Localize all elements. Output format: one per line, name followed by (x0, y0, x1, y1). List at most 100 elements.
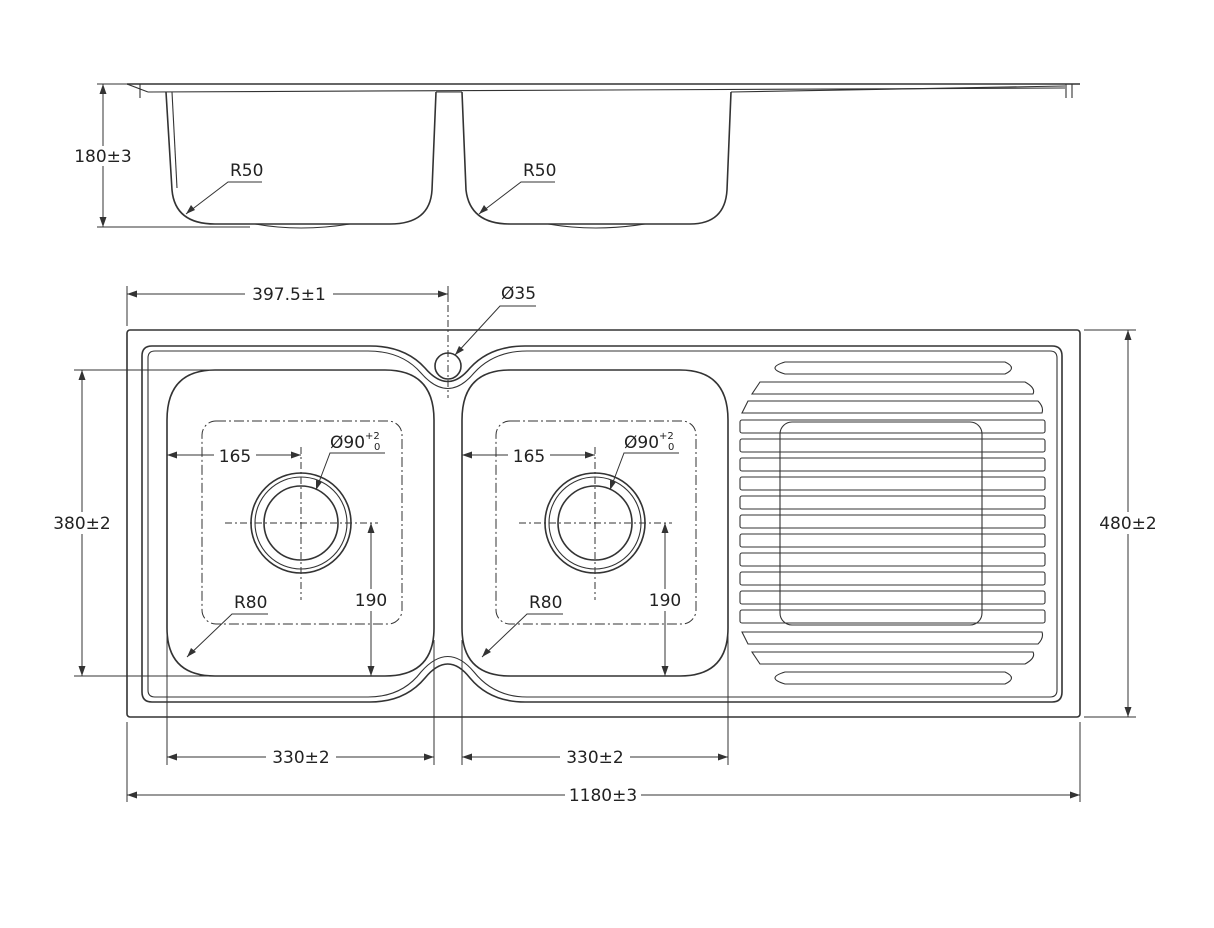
bowl-depth-label-bg (50, 512, 114, 534)
left-waste-offset-arrow-r (291, 451, 301, 459)
drainer-rib (739, 495, 1046, 510)
side-left-bowl (165, 91, 437, 225)
left-waste-offset-label-bg (214, 444, 256, 466)
left-waste-tol-upper: +2 (365, 431, 380, 442)
right-waste-offset-label: 165 (513, 447, 545, 467)
tap-offset-arrow-right (438, 290, 448, 298)
left-waste-offset-label: 165 (219, 447, 251, 467)
drainer-rib (739, 552, 1046, 567)
tap-offset-label-bg (245, 283, 333, 305)
side-r50-right-arrow (479, 205, 488, 214)
drainer-rib (739, 438, 1046, 453)
left-bowl-width-ext (166, 630, 435, 765)
left-waste-front-arrow-top (367, 523, 375, 533)
plan-outer-rim (126, 329, 1081, 718)
side-r50-right-label: R50 (523, 161, 556, 181)
right-waste-offset-arrow-r (585, 451, 595, 459)
overall-depth-label: 480±2 (1099, 514, 1157, 534)
left-waste-inner (263, 485, 339, 561)
right-waste-offset-arrow-l (462, 451, 472, 459)
side-rim-right-end (1065, 84, 1073, 98)
drainer-rib (739, 514, 1046, 529)
left-corner-radius-leader (186, 613, 268, 658)
right-corner-radius-label: R80 (529, 593, 562, 613)
drainer-recess (779, 421, 983, 626)
right-bowl-outline (461, 369, 729, 677)
drainer-rib (739, 476, 1046, 491)
overall-width-label-bg (565, 784, 641, 806)
right-waste-front-arrow-bottom (661, 666, 669, 676)
right-waste-inner (557, 485, 633, 561)
tap-hole-arrow (455, 346, 464, 355)
left-corner-radius-arrow (187, 648, 196, 657)
right-corner-radius-leader (481, 613, 563, 658)
side-right-bowl (461, 91, 732, 225)
side-left-waste (254, 223, 351, 229)
overall-width-ext (126, 722, 1081, 802)
right-waste-front-label: 190 (649, 591, 681, 611)
side-height-label-bg (72, 146, 134, 166)
tap-offset-arrow-left (127, 290, 137, 298)
left-bowl-width-arrow-l (167, 753, 177, 761)
left-waste-offset-arrow-l (167, 451, 177, 459)
side-left-bowl-inner (171, 91, 178, 189)
side-right-waste (547, 223, 646, 229)
drainer-rib (741, 400, 1044, 414)
right-bowl-width-ext (461, 630, 729, 765)
right-corner-radius-arrow (482, 648, 491, 657)
drainer-rib (741, 631, 1044, 645)
right-bowl-width-arrow-r (718, 753, 728, 761)
plan-inner-rim-2 (147, 350, 1058, 698)
right-bowl-width-arrow-l (462, 753, 472, 761)
right-bowl-width-label: 330±2 (566, 748, 624, 768)
right-waste-tol-lower: 0 (668, 442, 674, 453)
plan-inner-rim (141, 345, 1063, 703)
bowl-depth-label: 380±2 (53, 514, 111, 534)
drainer-rib (750, 651, 1035, 665)
drainer-rib (739, 609, 1046, 624)
drainer-rib (739, 419, 1046, 434)
right-waste-centerline (519, 447, 672, 600)
drainer-rib (739, 533, 1046, 548)
overall-width-label: 1180±3 (569, 786, 637, 806)
drainer-rib (739, 590, 1046, 605)
left-bowl-width-label: 330±2 (272, 748, 330, 768)
right-bowl-base (495, 420, 697, 625)
left-corner-radius-label: R80 (234, 593, 267, 613)
bowl-depth-arrow-top (78, 370, 86, 380)
right-waste-offset-label-bg (508, 444, 550, 466)
side-drainer (730, 85, 1066, 93)
right-bowl-width-label-bg (560, 746, 630, 768)
tap-offset-label: 397.5±1 (252, 285, 326, 305)
tap-hole-label: Ø35 (501, 284, 536, 304)
side-r50-left-label: R50 (230, 161, 263, 181)
side-r50-left-leader (185, 181, 262, 215)
right-waste-dia-label: Ø90 (624, 433, 659, 453)
left-waste-dia-leader (315, 452, 385, 491)
left-waste-dia-label: Ø90 (330, 433, 365, 453)
left-waste-centerline (225, 447, 378, 600)
bowl-depth-arrow-bottom (78, 666, 86, 676)
left-bowl-base (201, 420, 403, 625)
side-height-label: 180±3 (74, 147, 132, 167)
right-waste-tol-upper: +2 (659, 431, 674, 442)
left-bowl-outline (166, 369, 435, 677)
overall-depth-label-bg (1096, 512, 1160, 534)
right-waste-dia-arrow (610, 480, 616, 490)
side-r50-right-leader (478, 181, 555, 215)
drainer-rib (750, 381, 1035, 395)
left-waste-tol-lower: 0 (374, 442, 380, 453)
overall-width-arrow-l (127, 791, 137, 799)
right-waste-front-label-bg (648, 589, 684, 611)
right-waste-dia-leader (609, 452, 679, 491)
left-waste-front-label: 190 (355, 591, 387, 611)
overall-depth-arrow-bottom (1124, 707, 1132, 717)
drainer-board (739, 361, 1046, 685)
drainer-rib (774, 361, 1013, 375)
overall-depth-arrow-top (1124, 330, 1132, 340)
drainer-rib (774, 671, 1013, 685)
tap-hole-leader (454, 305, 536, 356)
side-height-arrow-top (99, 84, 107, 94)
side-view: 180±3 R50 R50 (72, 83, 1080, 229)
